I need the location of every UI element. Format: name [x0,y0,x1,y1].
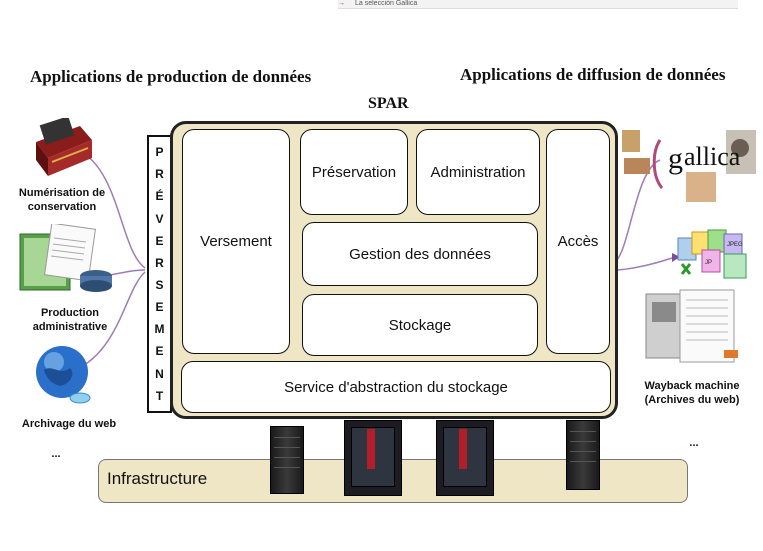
diffusion-heading: Applications de diffusion de données [460,65,726,84]
gallica-wordmark: allica [684,142,741,171]
preversement-letter: S [155,278,164,293]
module-stockage: Stockage [302,294,538,356]
preversement-letter: R [155,167,164,182]
top-strip-text: La selección Gallica [355,0,418,7]
production-heading: Applications de production de données [30,67,312,86]
preversement-letter: R [155,255,164,270]
module-gestion-label: Gestion des données [349,245,491,263]
module-versement-label: Versement [200,233,272,250]
gallica-collage-icon: g [622,130,756,202]
module-abstraction-label: Service d'abstraction du stockage [284,378,508,396]
preversement-letter: M [154,322,165,337]
module-preservation-label: Préservation [311,163,397,181]
globe-icon [36,346,91,404]
source-archivage-web-label: Archivage du web [21,418,117,430]
module-stockage-label: Stockage [388,316,452,334]
svg-text:JP: JP [705,260,712,266]
module-administration: Administration [416,129,540,215]
gallica-g-letter: g [668,142,683,175]
book-icon [36,118,92,176]
source-production-admin-label: Production administrative [32,307,108,333]
administrative-documents-icon [19,224,112,292]
source-more-label: ... [51,448,61,460]
module-administration-label: Administration [430,163,526,181]
wayback-label: Wayback machine (Archives du web) [644,380,740,406]
source-numerisation-label: Numérisation de conservation [18,187,106,213]
storage-rack-icon [436,420,494,496]
module-preservation: Préservation [300,129,408,215]
file-formats-icon: JPEG JP [677,229,747,279]
module-abstraction-stockage: Service d'abstraction du stockage [181,361,611,413]
preversement-letter: V [155,211,164,226]
module-acces: Accès [546,129,610,354]
module-gestion-donnees: Gestion des données [302,222,538,286]
preversement-letter: N [155,366,164,381]
wayback-documents-icon [645,289,738,363]
svg-text:JPEG: JPEG [727,242,743,248]
server-tower-icon [270,426,304,494]
preversement-letter: E [155,344,164,359]
storage-rack-icon [344,420,402,496]
module-versement: Versement [182,129,290,354]
spar-title: SPAR [368,95,409,112]
output-more-label: ... [689,437,699,449]
preversement-letter: É [155,189,164,204]
top-link-strip: → La selección Gallica [338,0,738,9]
module-acces-label: Accès [557,233,599,250]
preversement-letter: T [155,388,164,403]
server-tower-icon [566,420,600,490]
preversement-column: P R É V E R S E M E N T [147,135,172,413]
preversement-letter: P [155,145,164,160]
arrow-icon: → [338,0,345,7]
preversement-letter: E [155,300,164,315]
infrastructure-label: Infrastructure [107,469,208,488]
preversement-letter: E [155,233,164,248]
